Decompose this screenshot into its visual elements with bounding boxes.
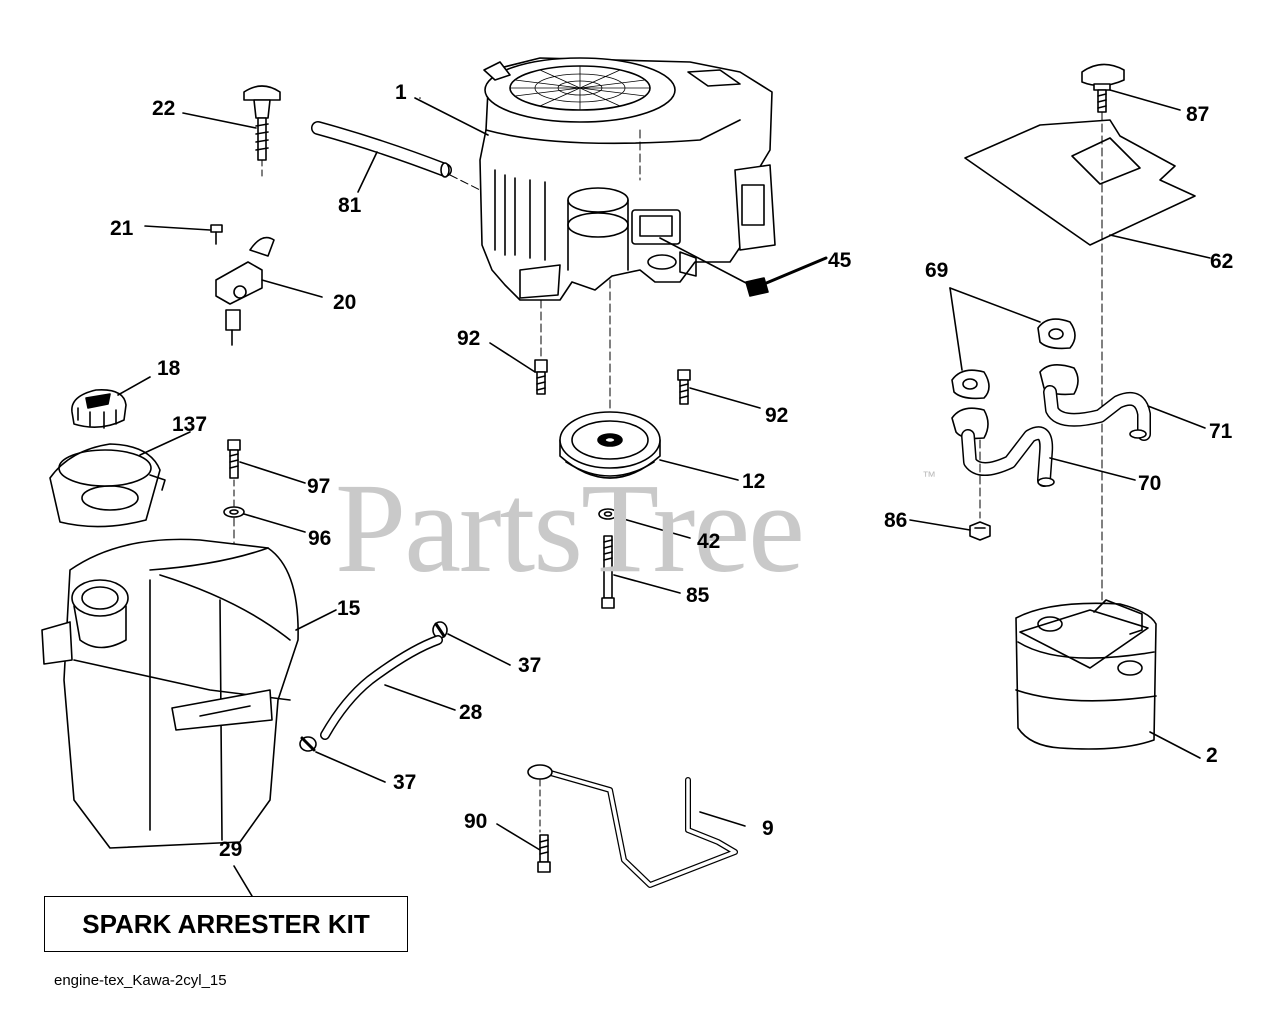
callout-21[interactable]: 21: [110, 217, 134, 240]
callout-15[interactable]: 15: [337, 597, 361, 620]
callout-28[interactable]: 28: [459, 701, 483, 724]
heat-shield-part[interactable]: [964, 119, 1196, 246]
callout-42[interactable]: 42: [697, 530, 721, 553]
tank-cover-part[interactable]: [49, 443, 166, 528]
bolt-92a-part[interactable]: [534, 359, 548, 395]
bolt-90-part[interactable]: [537, 834, 551, 873]
washer-part[interactable]: [223, 506, 245, 518]
pulley-part[interactable]: [559, 411, 661, 479]
spark-plug-part[interactable]: [745, 256, 828, 297]
callout-85[interactable]: 85: [686, 584, 710, 607]
knob-87-part[interactable]: [1081, 63, 1125, 113]
spark-arrester-kit-box[interactable]: SPARK ARRESTER KIT: [44, 896, 408, 952]
knob-bolt-part[interactable]: [243, 85, 281, 161]
hose-part[interactable]: [311, 121, 452, 178]
exhaust-pipe-70-part[interactable]: [951, 407, 1055, 487]
callout-37-b[interactable]: 37: [393, 771, 417, 794]
bolt-85-part[interactable]: [601, 535, 615, 609]
watermark-text: PartsTree: [335, 457, 805, 599]
clamp-lower-part[interactable]: [299, 736, 317, 752]
washer-42-part[interactable]: [598, 508, 618, 520]
callout-2[interactable]: 2: [1206, 744, 1218, 767]
fuel-tank-part[interactable]: [41, 538, 299, 849]
callout-1[interactable]: 1: [395, 81, 407, 104]
callout-70[interactable]: 70: [1138, 472, 1162, 495]
spark-arrester-kit-label: SPARK ARRESTER KIT: [82, 908, 370, 939]
callout-87[interactable]: 87: [1186, 103, 1210, 126]
gasket-upper-part[interactable]: [1037, 318, 1076, 350]
callout-92-a[interactable]: 92: [457, 327, 481, 350]
callout-90[interactable]: 90: [464, 810, 488, 833]
rod-part[interactable]: [527, 764, 738, 888]
callout-18[interactable]: 18: [157, 357, 181, 380]
callout-12[interactable]: 12: [742, 470, 766, 493]
callout-9[interactable]: 9: [762, 817, 774, 840]
callout-62[interactable]: 62: [1210, 250, 1234, 273]
callout-97[interactable]: 97: [307, 475, 331, 498]
throttle-bracket-part[interactable]: [210, 224, 275, 346]
figure-reference: engine-tex_Kawa-2cyl_15: [54, 972, 227, 989]
gasket-lower-part[interactable]: [951, 369, 990, 400]
nut-part[interactable]: [969, 521, 991, 541]
callout-37-a[interactable]: 37: [518, 654, 542, 677]
callout-137[interactable]: 137: [172, 413, 208, 436]
callout-92-b[interactable]: 92: [765, 404, 789, 427]
fuel-line-part[interactable]: [320, 635, 443, 740]
callout-20[interactable]: 20: [333, 291, 357, 314]
callout-29[interactable]: 29: [219, 838, 243, 861]
engine-part[interactable]: [479, 57, 776, 301]
muffler-part[interactable]: [1015, 599, 1157, 750]
callout-96[interactable]: 96: [308, 527, 332, 550]
callout-69[interactable]: 69: [925, 259, 949, 282]
trademark-symbol: ™: [922, 468, 936, 484]
callout-22[interactable]: 22: [152, 97, 176, 120]
callout-45[interactable]: 45: [828, 249, 852, 272]
callout-81[interactable]: 81: [338, 194, 362, 217]
screw-part[interactable]: [227, 439, 241, 479]
callout-71[interactable]: 71: [1209, 420, 1233, 443]
fuel-cap-part[interactable]: [71, 388, 127, 429]
callout-86[interactable]: 86: [884, 509, 908, 532]
bolt-92b-part[interactable]: [677, 369, 691, 405]
exhaust-pipe-71-part[interactable]: [1039, 364, 1151, 441]
